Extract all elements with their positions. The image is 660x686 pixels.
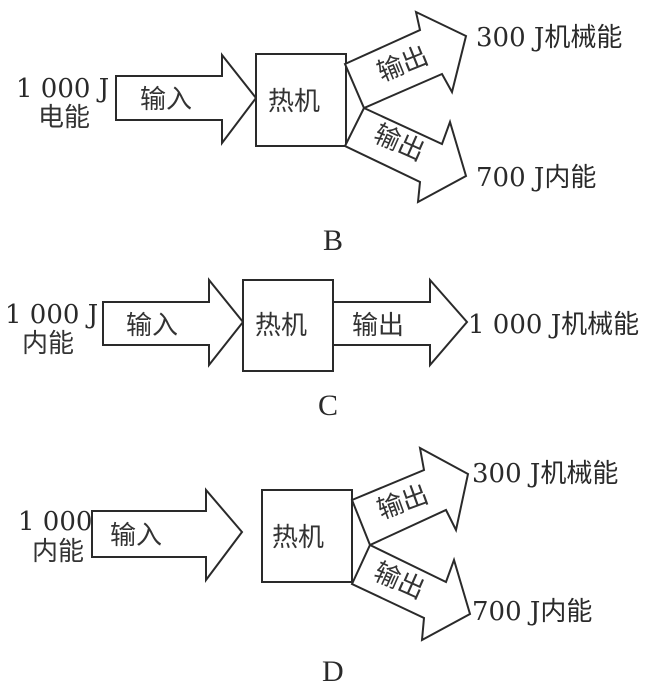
d-output-mechanical-text: 300 J机械能: [472, 459, 618, 489]
b-output-mechanical-text: 300 J机械能: [476, 23, 622, 53]
b-output-arrow-internal: [343, 106, 468, 204]
b-option-label: B: [323, 224, 343, 257]
d-output-arrow-internal: [350, 543, 472, 642]
d-source-type: 内能: [32, 537, 84, 567]
c-source-type: 内能: [22, 329, 74, 359]
b-source-amount: 1 000 J: [16, 74, 109, 104]
d-input-label: 输入: [110, 521, 162, 551]
c-source-amount: 1 000 J: [5, 300, 98, 330]
d-input-arrow: [91, 487, 244, 583]
c-input-arrow: [102, 277, 245, 368]
c-output-label: 输出: [352, 311, 404, 341]
b-engine-label: 热机: [268, 87, 320, 117]
d-heat-engine-box: [261, 489, 353, 583]
d-output-internal-text: 700 J内能: [472, 597, 592, 627]
b-output-internal-text: 700 J内能: [476, 163, 596, 193]
d-engine-label: 热机: [272, 523, 324, 553]
b-source-type: 电能: [38, 103, 90, 133]
c-input-label: 输入: [126, 311, 178, 341]
diagram-c: 1 000 J 内能 输入 热机 输出 1 000 J机械能 C: [5, 277, 639, 422]
d-output-arrow-mechanical: [350, 446, 470, 547]
c-option-label: C: [318, 389, 338, 422]
c-output-mechanical-text: 1 000 J机械能: [468, 310, 639, 340]
c-engine-label: 热机: [255, 311, 307, 341]
b-input-label: 输入: [140, 85, 192, 115]
d-option-label: D: [322, 655, 344, 686]
diagram-d: 1 000 J 内能 输入 热机 输出 输出 300 J机械能 700 J内能 …: [18, 446, 618, 686]
c-output-arrow-mechanical: [332, 277, 469, 368]
b-output-arrow-mechanical: [343, 10, 468, 110]
diagram-b: 1 000 J 电能 输入 热机 输出 输出 300 J机械能 700 J内能 …: [16, 10, 622, 257]
b-input-arrow: [115, 52, 258, 146]
b-heat-engine-box: [255, 53, 347, 147]
